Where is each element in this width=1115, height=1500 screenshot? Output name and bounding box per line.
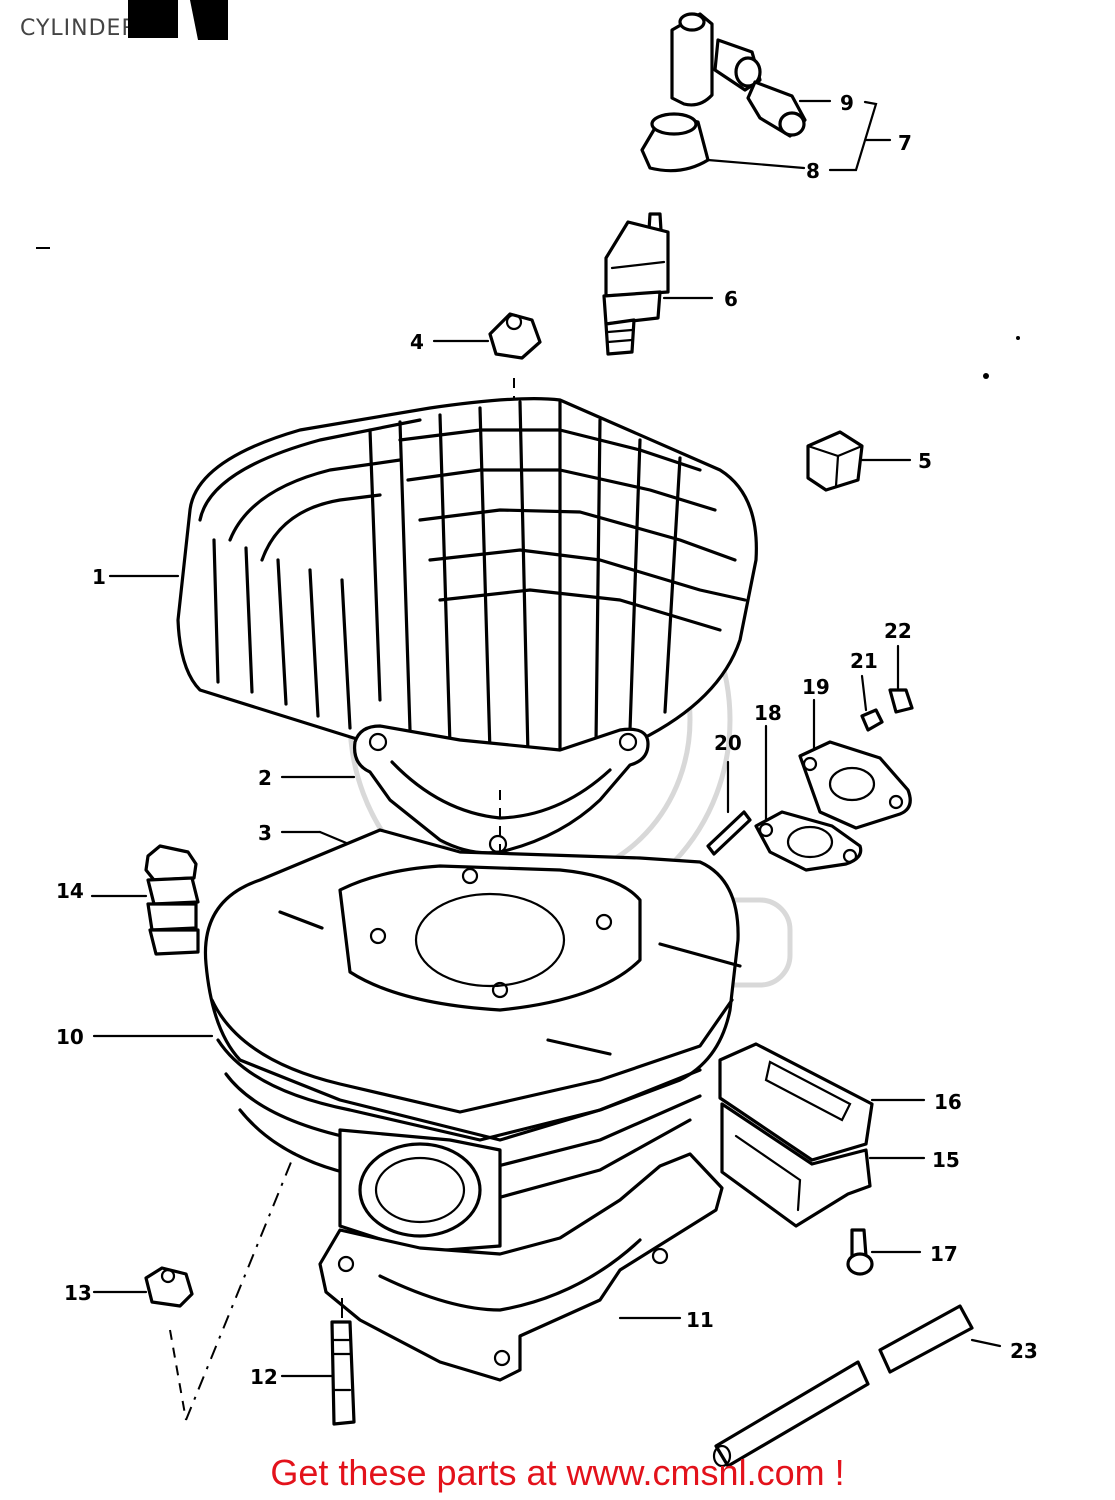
callout-5: 5: [918, 449, 932, 473]
callout-13: 13: [64, 1281, 92, 1305]
callout-3: 3: [258, 821, 272, 845]
part-hose: [712, 1304, 974, 1468]
callout-4: 4: [410, 330, 424, 354]
part-lower-nut: [144, 1266, 194, 1308]
callout-23: 23: [1010, 1339, 1038, 1363]
callout-9: 9: [840, 91, 854, 115]
part-rubber-caps: [144, 844, 200, 956]
callout-6: 6: [724, 287, 738, 311]
diagram-title: CYLINDER: [20, 16, 138, 41]
part-small-bolt: [846, 1228, 874, 1276]
callout-17: 17: [930, 1242, 958, 1266]
callout-10: 10: [56, 1025, 84, 1049]
callout-1: 1: [92, 565, 106, 589]
part-cap-nut: [488, 312, 542, 360]
part-flange-gaskets: [706, 688, 914, 872]
callout-22: 22: [884, 619, 912, 643]
part-cylinder-block: [203, 828, 742, 1254]
callout-12: 12: [250, 1365, 278, 1389]
part-base-gasket: [318, 1152, 724, 1382]
part-plug-cap: [640, 12, 807, 173]
callout-18: 18: [754, 701, 782, 725]
callout-8: 8: [806, 159, 820, 183]
callout-11: 11: [686, 1308, 714, 1332]
callout-19: 19: [802, 675, 830, 699]
part-cap-block: [806, 430, 864, 492]
callout-21: 21: [850, 649, 878, 673]
callout-7: 7: [898, 131, 912, 155]
callout-14: 14: [56, 879, 84, 903]
callout-15: 15: [932, 1148, 960, 1172]
callout-2: 2: [258, 766, 272, 790]
section-banner-shape: [128, 0, 228, 40]
part-cylinder-head: [176, 397, 758, 764]
footer-link-text[interactable]: Get these parts at www.cmsnl.com !: [270, 1452, 845, 1493]
part-spark-plug: [602, 212, 670, 356]
callout-20: 20: [714, 731, 742, 755]
part-lower-stud: [330, 1320, 356, 1426]
callout-16: 16: [934, 1090, 962, 1114]
part-reed-valve: [718, 1042, 874, 1228]
